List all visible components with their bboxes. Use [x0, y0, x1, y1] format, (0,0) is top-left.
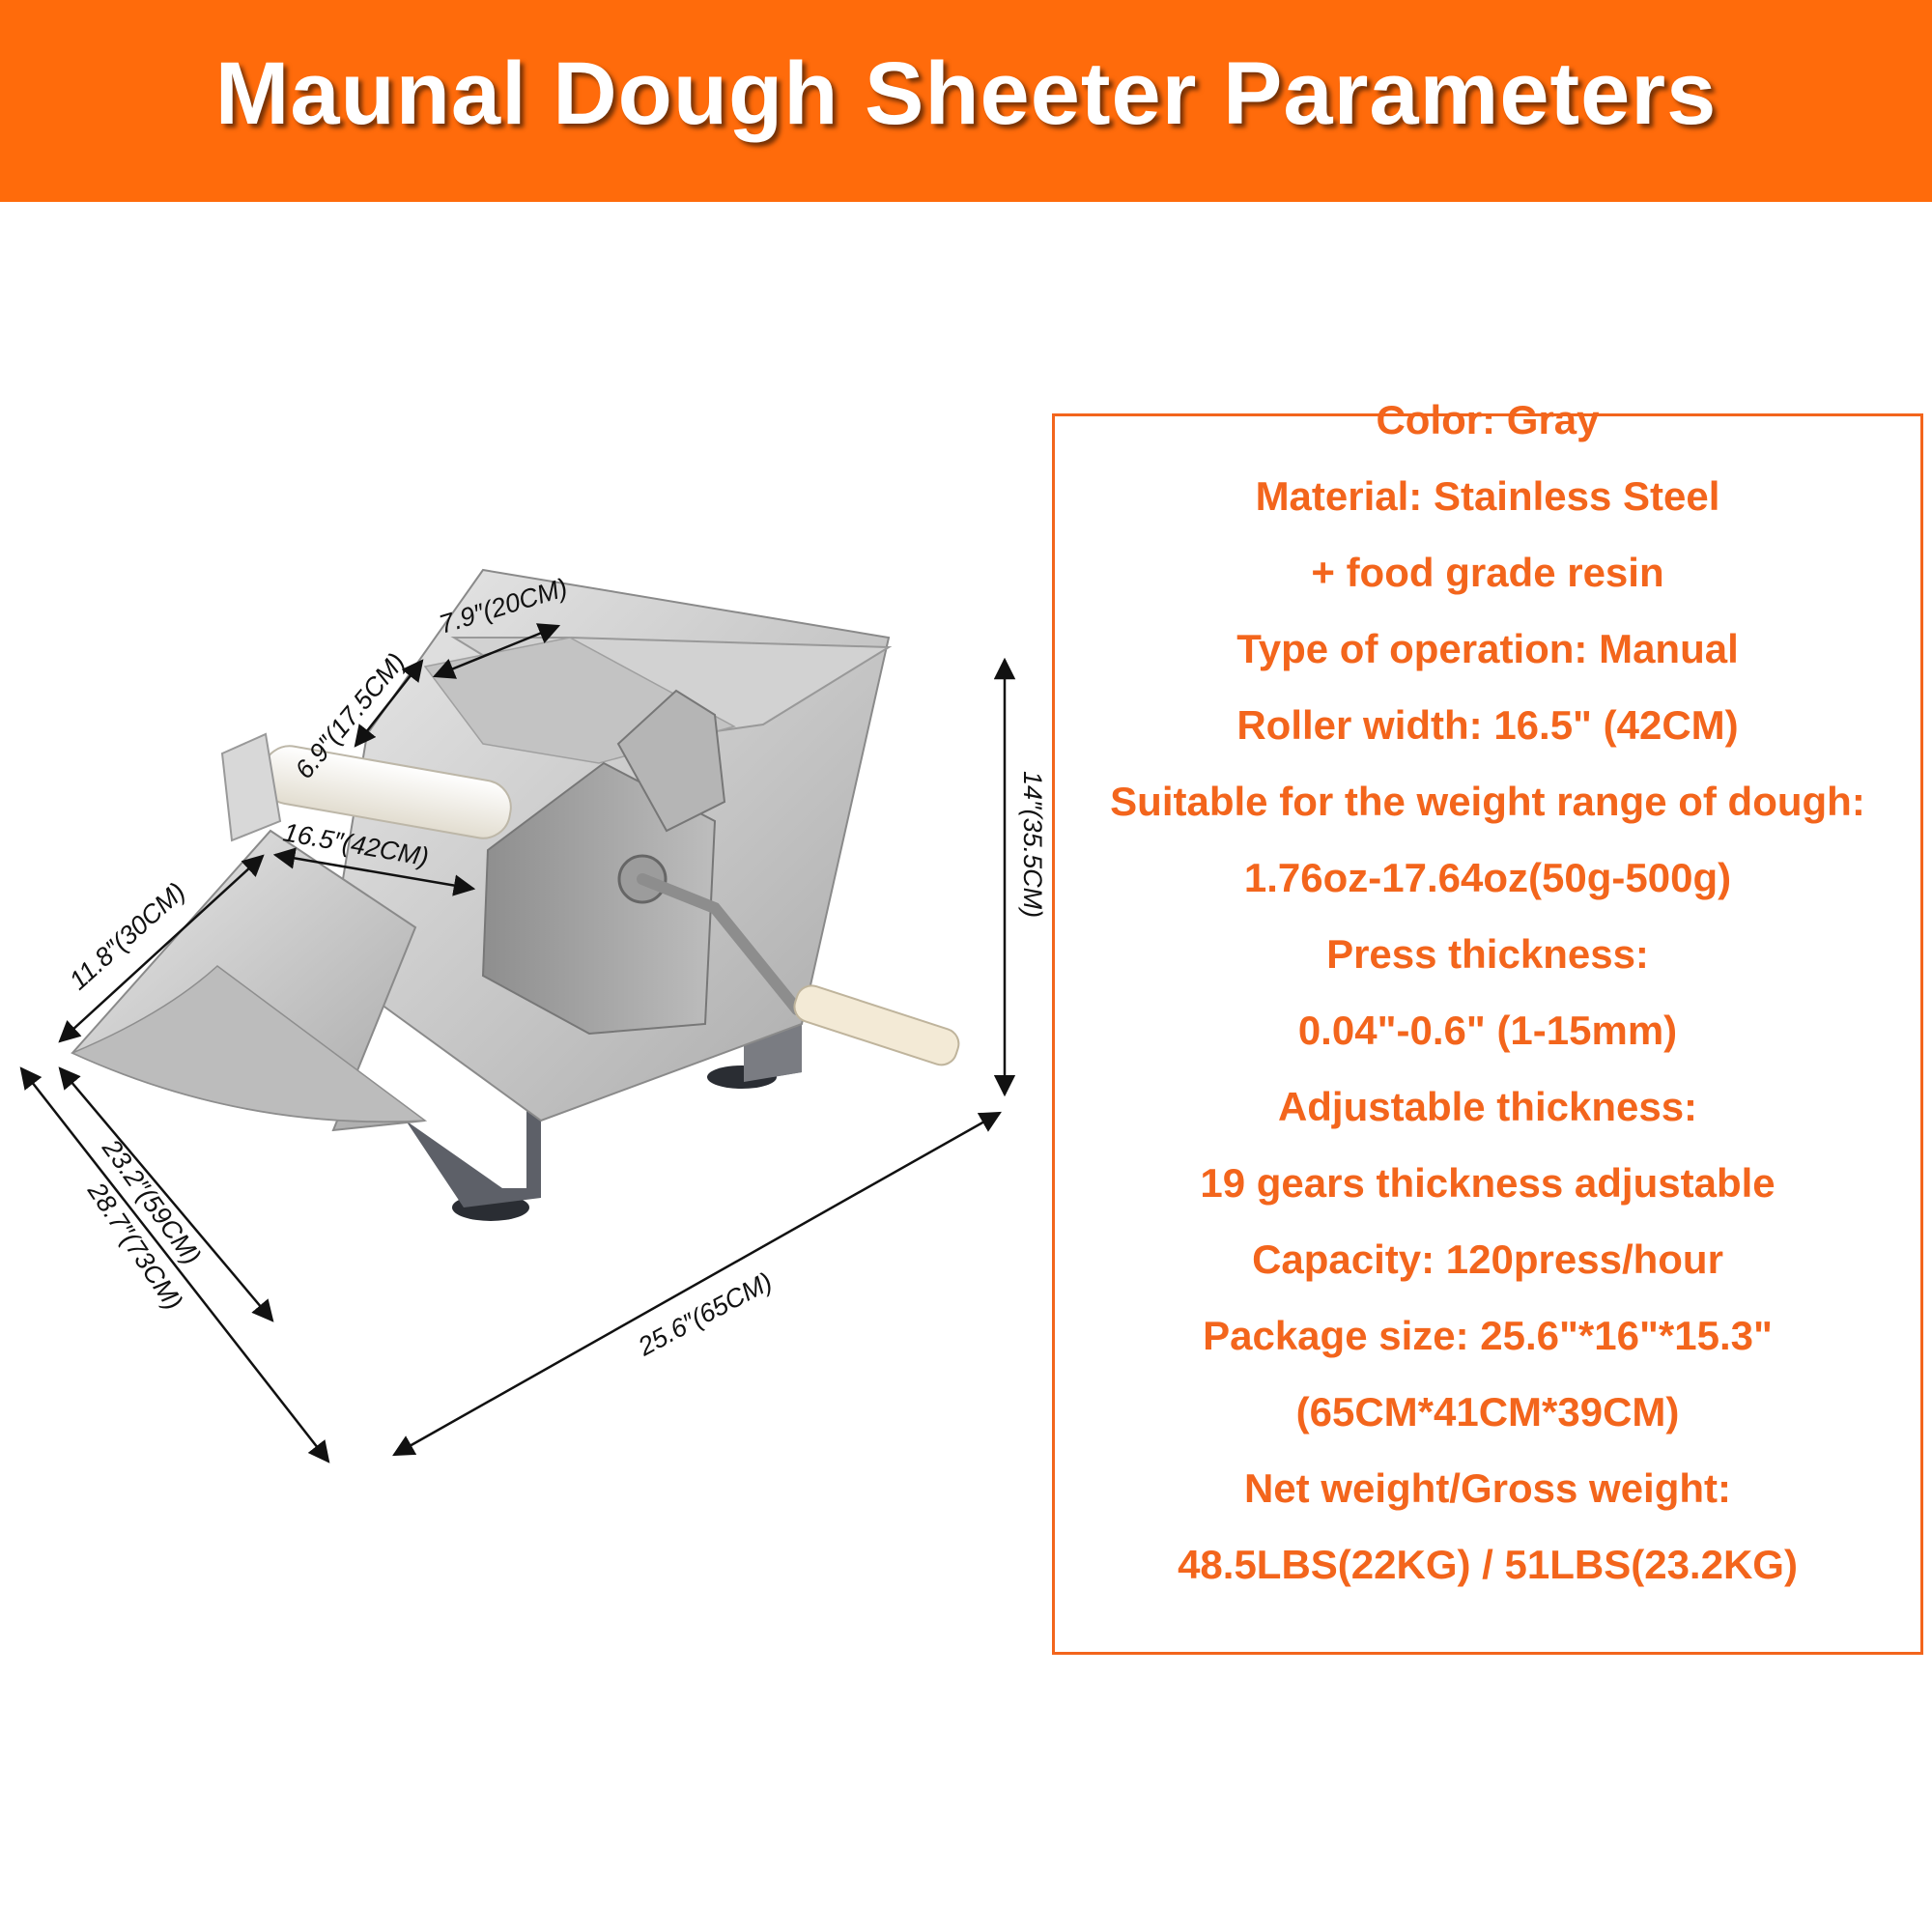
dim-line-top-width — [432, 623, 561, 679]
spec-capacity: Capacity: 120press/hour — [1252, 1236, 1723, 1282]
specs-panel: Color: Gray Material: Stainless Steel + … — [1052, 397, 1923, 1655]
dough-sheeter-illustration: 7.9″(20CM) 6.9″(17.5CM) 16.5″(42CM) 14″(… — [19, 568, 1043, 1463]
dim-line-roller-width — [272, 847, 476, 896]
title-banner: Maunal Dough Sheeter Parameters — [0, 0, 1932, 202]
spec-material: Material: Stainless Steel — [1255, 473, 1720, 519]
crank-arm — [637, 873, 803, 1015]
spec-package-size-cm: (65CM*41CM*39CM) — [1295, 1389, 1680, 1435]
dim-line-length — [392, 1111, 1002, 1457]
crank-handle — [793, 984, 960, 1066]
dim-label-length: 25.6″(65CM) — [633, 1266, 777, 1361]
spec-press-thickness: 0.04"-0.6" (1-15mm) — [1297, 1008, 1678, 1053]
dim-line-tray-length — [58, 854, 265, 1043]
spec-operation: Type of operation: Manual — [1236, 626, 1739, 671]
product-figure: 7.9″(20CM) 6.9″(17.5CM) 16.5″(42CM) 14″(… — [0, 202, 1043, 1932]
dim-label-height: 14″(35.5CM) — [1018, 771, 1043, 918]
spec-package-size: Package size: 25.6"*16"*15.3" — [1203, 1313, 1773, 1358]
spec-material-cont: + food grade resin — [1311, 550, 1664, 595]
spec-weight-range: 1.76oz-17.64oz(50g-500g) — [1243, 855, 1732, 900]
spec-adjustable: 19 gears thickness adjustable — [1200, 1160, 1776, 1206]
side-housing — [481, 761, 717, 1036]
page-title: Maunal Dough Sheeter Parameters — [214, 44, 1718, 143]
spec-weight: 48.5LBS(22KG) / 51LBS(23.2KG) — [1178, 1542, 1798, 1587]
roller-end-bracket — [220, 732, 282, 842]
spec-weight-range-label: Suitable for the weight range of dough: — [1110, 779, 1865, 824]
dim-line-top-depth — [354, 659, 424, 748]
spec-roller-width: Roller width: 16.5" (42CM) — [1236, 702, 1739, 748]
spec-adjustable-label: Adjustable thickness: — [1277, 1084, 1698, 1129]
spec-weight-label: Net weight/Gross weight: — [1243, 1465, 1732, 1511]
spec-color: Color: Gray — [1376, 397, 1600, 442]
dim-line-depth-outer — [19, 1066, 330, 1463]
upper-guard — [616, 689, 726, 833]
spec-press-thickness-label: Press thickness: — [1326, 931, 1649, 977]
